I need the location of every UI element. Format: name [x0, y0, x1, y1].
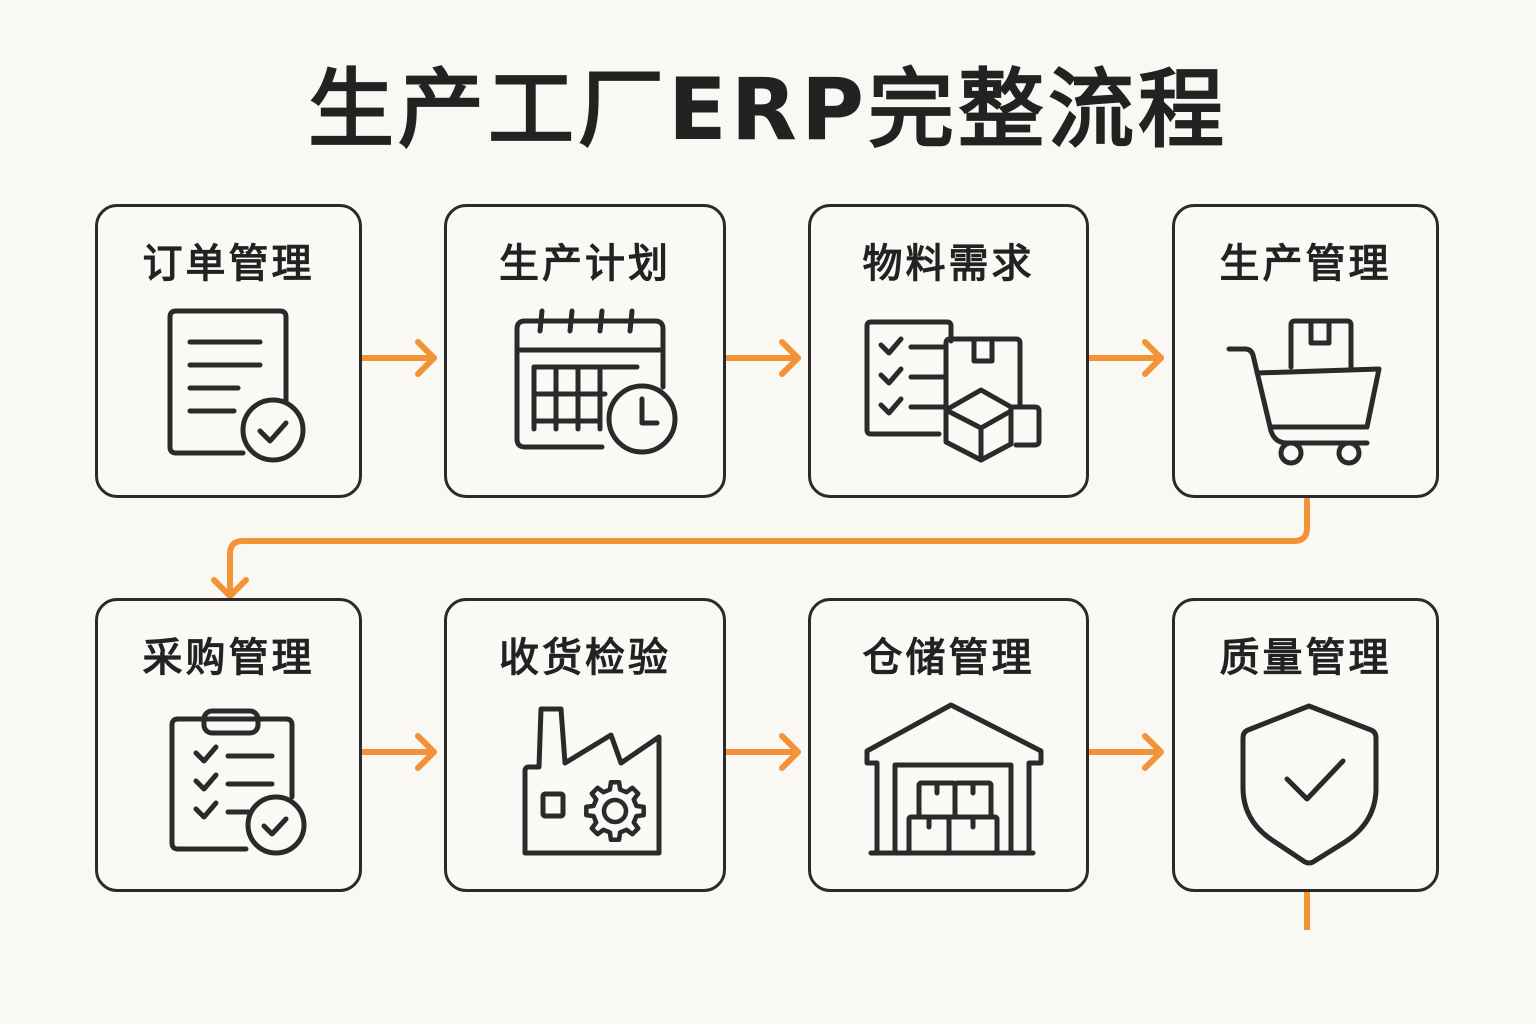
- step-label: 生产计划: [499, 241, 671, 287]
- step-label: 质量管理: [1219, 635, 1392, 681]
- step-label: 收货检验: [499, 635, 671, 681]
- step-label: 仓储管理: [862, 635, 1035, 681]
- arrow-5-to-6: [359, 733, 437, 771]
- cart-box-icon: [1226, 318, 1382, 466]
- gear-icon: [584, 780, 646, 842]
- calendar-clock-icon: [514, 308, 678, 455]
- clipboard-check-icon: [169, 708, 307, 856]
- diagram-title: 生产工厂ERP完整流程: [308, 60, 1228, 160]
- step-card-order-management[interactable]: 订单管理: [95, 204, 362, 498]
- step-card-warehouse-management[interactable]: 仓储管理: [808, 598, 1089, 892]
- step-label: 生产管理: [1219, 241, 1392, 287]
- arrow-6-to-7: [723, 733, 801, 771]
- step-label: 订单管理: [142, 241, 315, 287]
- step-card-quality-management[interactable]: 质量管理: [1172, 598, 1439, 892]
- checklist-boxes-icon: [864, 319, 1042, 463]
- step-card-material-requirements[interactable]: 物料需求: [808, 204, 1089, 498]
- step-label: 采购管理: [142, 635, 315, 681]
- step-card-production-planning[interactable]: 生产计划: [444, 204, 726, 498]
- step-card-receiving-inspection[interactable]: 收货检验: [444, 598, 726, 892]
- arrow-1-to-2: [359, 339, 437, 377]
- shield-check-icon: [1240, 703, 1379, 866]
- factory-gear-icon: [522, 706, 662, 856]
- step-card-procurement-management[interactable]: 采购管理: [95, 598, 362, 892]
- arrow-2-to-3: [723, 339, 801, 377]
- arrow-3-to-4: [1086, 339, 1164, 377]
- step-card-production-management[interactable]: 生产管理: [1172, 204, 1439, 498]
- document-check-icon: [167, 308, 306, 463]
- warehouse-icon: [864, 702, 1044, 856]
- connector-4-to-5: [211, 497, 1310, 599]
- step-label: 物料需求: [862, 241, 1035, 287]
- arrow-7-to-8: [1086, 733, 1164, 771]
